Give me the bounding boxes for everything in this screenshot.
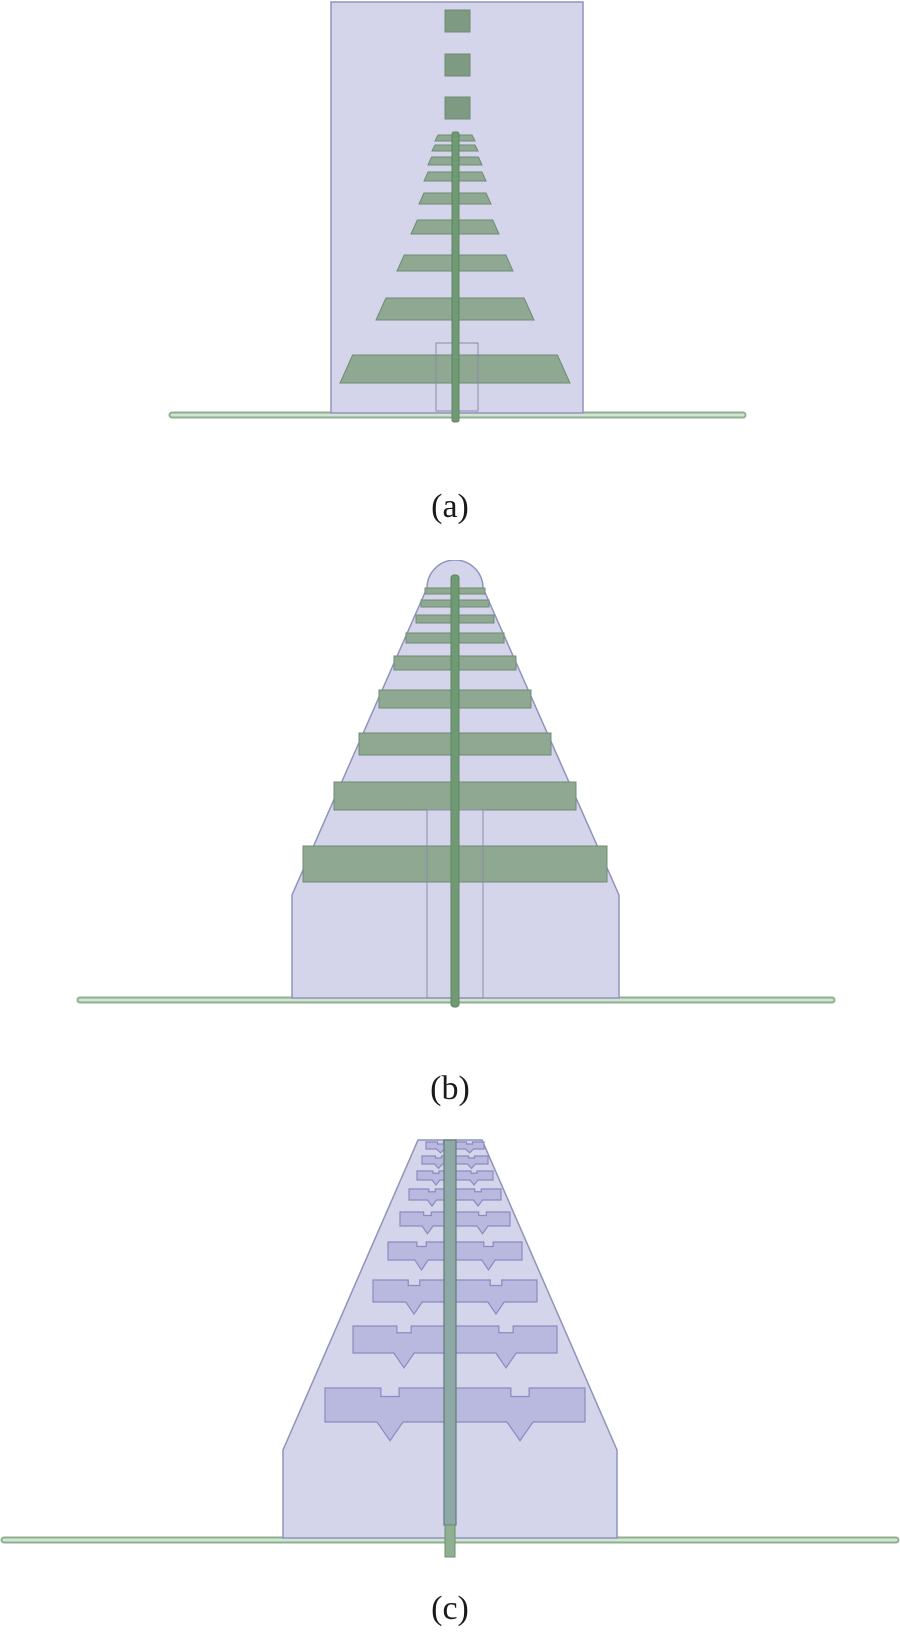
panel-c-antenna-diagram <box>0 1139 900 1558</box>
feed-line <box>450 574 460 1008</box>
director-square <box>444 9 471 33</box>
director-square <box>444 53 471 77</box>
trapezoidal-dipole-array <box>339 134 571 384</box>
panel-b-caption: (b) <box>430 1070 470 1107</box>
panel-b-antenna-diagram <box>76 560 836 1008</box>
panel-a-caption: (a) <box>431 488 469 525</box>
feed-line <box>443 1139 457 1526</box>
feed-line <box>451 131 460 423</box>
feed-stub <box>444 1524 456 1558</box>
panel-c-caption: (c) <box>431 1590 469 1627</box>
panel-a-antenna-diagram <box>168 1 747 423</box>
director-square <box>444 96 471 120</box>
